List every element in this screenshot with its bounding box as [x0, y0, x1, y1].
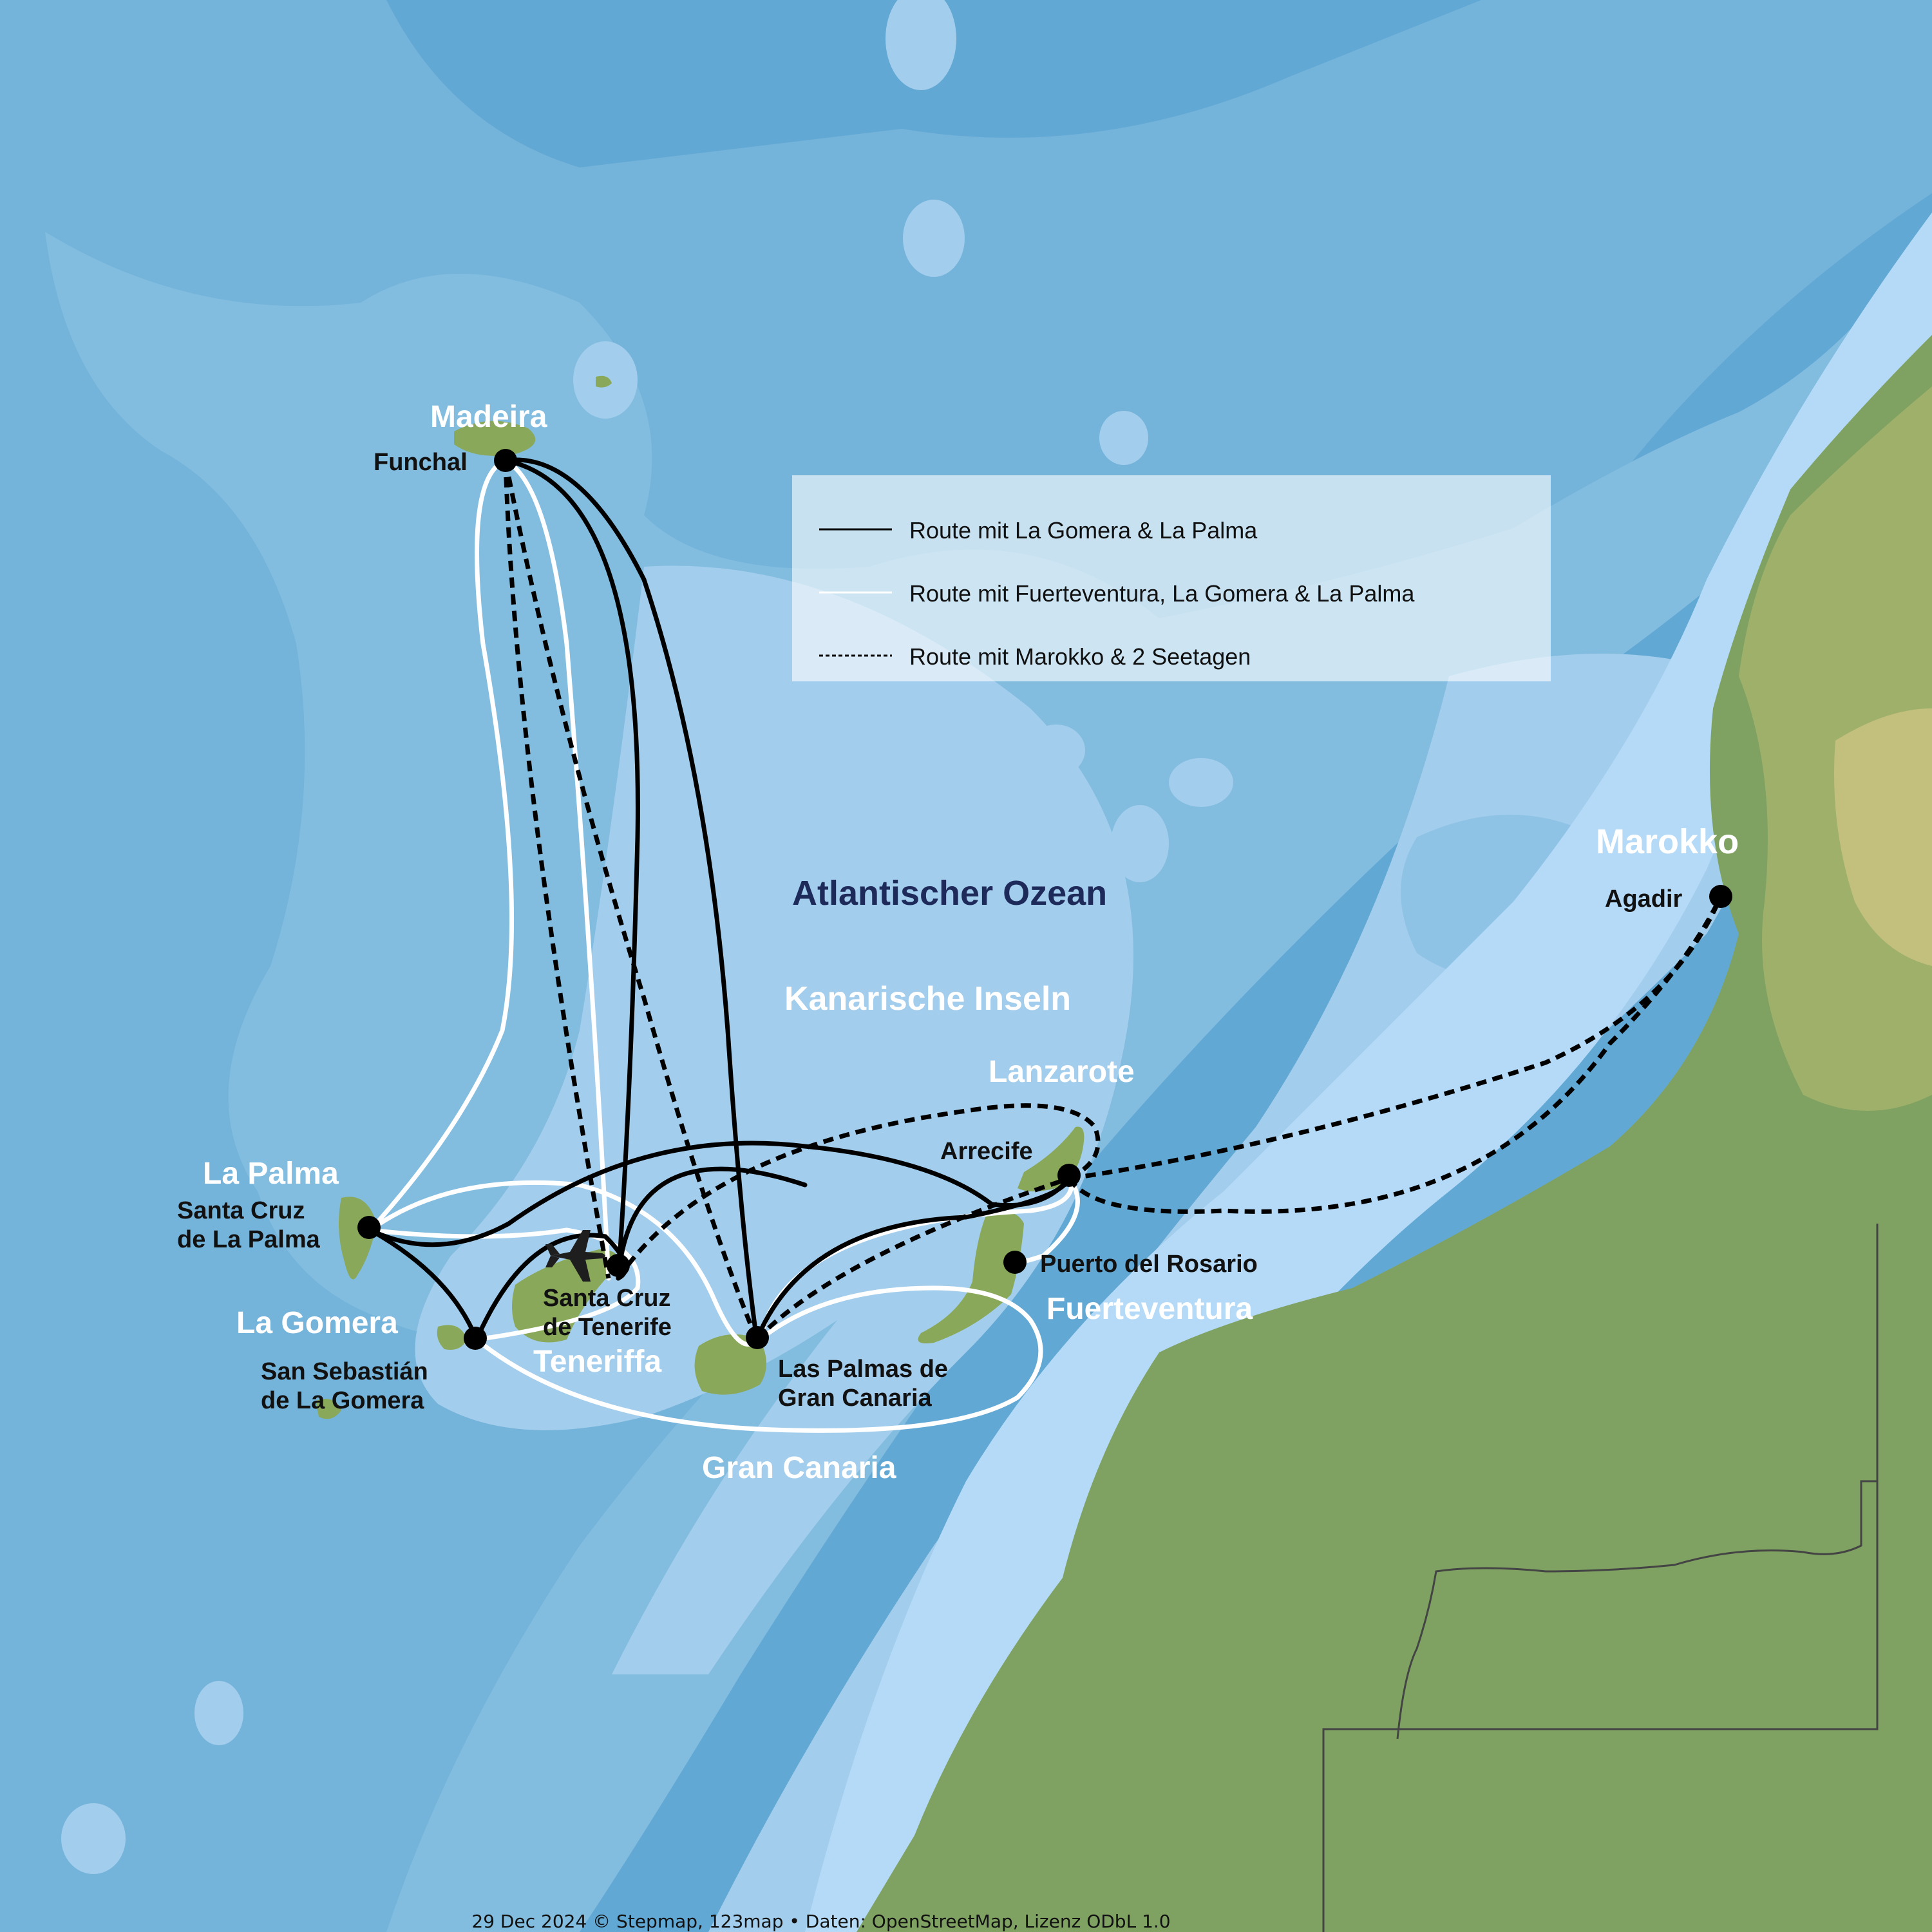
country-borders — [1322, 1224, 1879, 1932]
airplane-icon — [545, 1230, 605, 1282]
legend: Route mit La Gomera & La Palma Route mit… — [792, 475, 1551, 681]
label-atlantic: Atlantischer Ozean — [792, 874, 1107, 913]
label-las-palmas-1: Las Palmas de — [778, 1356, 948, 1383]
legend-box — [792, 475, 1551, 681]
island-gran-canaria — [694, 1334, 766, 1395]
port-puerto-del-rosario[interactable] — [1003, 1251, 1027, 1274]
attribution: 29 Dec 2024 © Stepmap, 123map • Daten: O… — [471, 1911, 1170, 1932]
island-porto-santo — [596, 375, 612, 388]
label-las-palmas-2: Gran Canaria — [778, 1385, 933, 1412]
label-santa-cruz-tenerife-1: Santa Cruz — [543, 1285, 670, 1312]
mainland-africa — [857, 335, 1932, 1932]
label-marokko: Marokko — [1596, 822, 1739, 861]
label-santa-cruz-la-palma-2: de La Palma — [177, 1226, 321, 1253]
label-arrecife: Arrecife — [940, 1138, 1033, 1165]
label-teneriffa: Teneriffa — [533, 1345, 661, 1379]
island-tenerife — [512, 1249, 619, 1343]
label-funchal: Funchal — [374, 449, 468, 476]
port-arrecife[interactable] — [1057, 1164, 1081, 1187]
island-fuerteventura — [918, 1212, 1024, 1343]
label-fuerteventura: Fuerteventura — [1046, 1292, 1253, 1326]
routes-black — [368, 457, 1072, 1345]
legend-label-2: Route mit Fuerteventura, La Gomera & La … — [909, 580, 1415, 607]
label-lanzarote: Lanzarote — [989, 1055, 1135, 1089]
label-la-gomera: La Gomera — [236, 1306, 398, 1340]
label-gran-canaria: Gran Canaria — [702, 1451, 896, 1485]
label-santa-cruz-tenerife-2: de Tenerife — [543, 1314, 672, 1341]
island-el-hierro — [316, 1399, 341, 1419]
island-la-gomera — [437, 1325, 467, 1350]
label-san-sebastian-1: San Sebastián — [261, 1358, 428, 1385]
legend-label-3: Route mit Marokko & 2 Seetagen — [909, 643, 1251, 670]
port-funchal[interactable] — [494, 449, 517, 472]
port-santa-cruz-la-palma[interactable] — [357, 1216, 381, 1239]
label-agadir: Agadir — [1605, 886, 1683, 913]
label-san-sebastian-2: de La Gomera — [261, 1387, 424, 1414]
mainland-highlands-2 — [1834, 708, 1932, 966]
label-santa-cruz-la-palma-1: Santa Cruz — [177, 1197, 305, 1224]
port-santa-cruz-tenerife[interactable] — [607, 1254, 630, 1277]
port-markers — [357, 449, 1732, 1350]
port-san-sebastian[interactable] — [464, 1327, 487, 1350]
port-las-palmas[interactable] — [746, 1326, 769, 1349]
label-canary-islands: Kanarische Inseln — [784, 980, 1071, 1018]
label-madeira: Madeira — [430, 400, 547, 434]
map-labels: Madeira Funchal La Palma Santa Cruz de L… — [177, 400, 1739, 1485]
label-puerto-del-rosario: Puerto del Rosario — [1040, 1251, 1258, 1278]
island-madeira — [454, 421, 536, 456]
label-la-palma: La Palma — [203, 1157, 339, 1191]
port-agadir[interactable] — [1709, 885, 1732, 908]
legend-label-1: Route mit La Gomera & La Palma — [909, 517, 1258, 544]
routes-dashed — [503, 460, 1723, 1341]
